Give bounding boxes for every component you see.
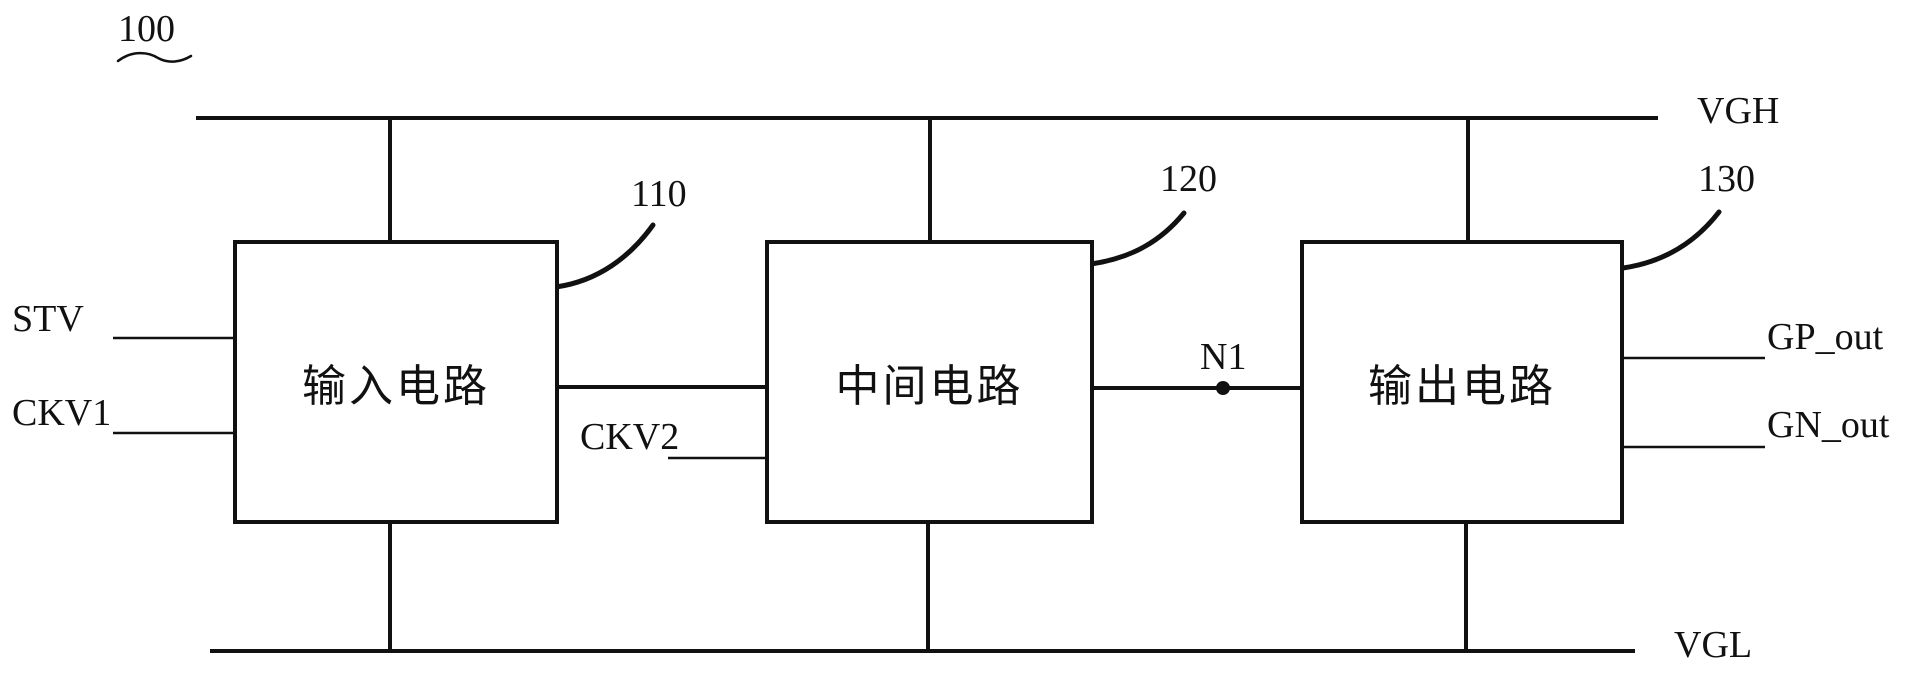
input-circuit-block-label: 输入电路 bbox=[302, 362, 490, 411]
gn-out-output-label: GN_out bbox=[1767, 404, 1890, 446]
ref-130-leader-curve bbox=[1620, 209, 1722, 271]
output-block-ref-label: 130 bbox=[1698, 158, 1755, 200]
middle-circuit-block: 中间电路 bbox=[765, 240, 1094, 524]
ckv2-input-label: CKV2 bbox=[580, 416, 680, 458]
input-circuit-block: 输入电路 bbox=[233, 240, 559, 524]
ref-110-leader-curve bbox=[553, 222, 656, 290]
gp-out-output-label: GP_out bbox=[1767, 316, 1884, 358]
figure-ref-label: 100 bbox=[118, 8, 175, 50]
ckv1-input-label: CKV1 bbox=[12, 392, 112, 434]
stv-input-label: STV bbox=[12, 298, 84, 340]
middle-circuit-block-label: 中间电路 bbox=[835, 362, 1024, 411]
vgh-rail-label: VGH bbox=[1697, 90, 1780, 132]
vgl-rail-label: VGL bbox=[1674, 624, 1753, 666]
output-circuit-block: 输出电路 bbox=[1300, 240, 1624, 524]
n1-node-label: N1 bbox=[1200, 336, 1247, 378]
middle-block-ref-label: 120 bbox=[1160, 158, 1217, 200]
input-block-ref-label: 110 bbox=[631, 173, 687, 215]
ref-120-leader-curve bbox=[1088, 210, 1187, 267]
ref-100-tilde-underline bbox=[116, 51, 193, 63]
n1-node-dot bbox=[1216, 381, 1230, 395]
output-circuit-block-label: 输出电路 bbox=[1368, 362, 1556, 411]
